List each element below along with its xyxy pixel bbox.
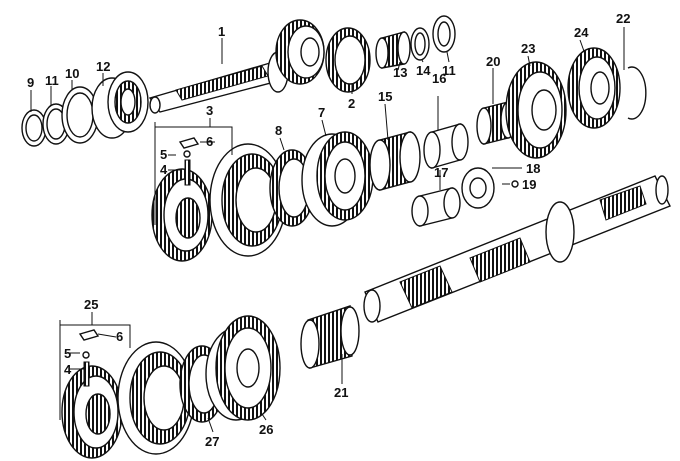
callout-21: 21 (334, 385, 349, 400)
callout-11-upper: 11 (442, 63, 456, 78)
callout-10: 10 (65, 66, 80, 81)
input-shaft (148, 51, 289, 114)
thrust-washer-18-inner (469, 177, 487, 199)
callout-24: 24 (574, 25, 589, 40)
sleeve-17 (411, 187, 461, 227)
callout-22: 22 (616, 11, 631, 26)
callout-4: 4 (160, 162, 168, 177)
callout-9: 9 (27, 75, 35, 90)
callout-2: 2 (348, 96, 356, 111)
callout-25: 25 (84, 297, 99, 312)
callout-15: 15 (378, 89, 393, 104)
input-gear (275, 19, 325, 85)
callout-19: 19 (522, 177, 537, 192)
callout-17: 17 (434, 165, 449, 180)
needle-bearing-13 (375, 31, 411, 69)
ring-10-inner (66, 92, 94, 138)
callout-26: 26 (259, 422, 274, 437)
callout-12: 12 (96, 59, 111, 74)
snap-ring-22 (627, 66, 647, 120)
main-shaft (363, 175, 671, 323)
leader-lines (30, 27, 625, 433)
callout-14: 14 (416, 63, 431, 78)
callout-1: 1 (218, 24, 226, 39)
shift-assembly-3 (151, 137, 287, 262)
callout-3: 3 (206, 103, 214, 118)
gear-23 (505, 61, 567, 159)
ball-19 (511, 180, 519, 188)
callout-8: 8 (275, 123, 283, 138)
callout-20: 20 (486, 54, 501, 69)
snap-ring-9-inner (25, 114, 43, 142)
callout-5: 5 (160, 147, 168, 162)
callout-6-lower: 6 (116, 329, 124, 344)
callout-4-lower: 4 (64, 362, 72, 377)
gear-24 (567, 47, 621, 129)
callout-16: 16 (432, 71, 447, 86)
ring-14-inner (414, 32, 426, 56)
callout-27: 27 (205, 434, 220, 449)
callout-13: 13 (393, 65, 408, 80)
shift-assembly-25 (61, 329, 195, 459)
ring-11-upper-inner (437, 21, 451, 47)
callout-6: 6 (206, 134, 214, 149)
callout-18: 18 (526, 161, 541, 176)
callout-23: 23 (521, 41, 536, 56)
gear-7 (301, 131, 374, 227)
needle-bearing-21 (300, 305, 360, 369)
callout-11: 11 (45, 73, 59, 88)
callout-7: 7 (318, 105, 326, 120)
gear-26 (205, 315, 281, 421)
ball-bearing-12 (91, 71, 149, 139)
needle-bearing-15 (369, 131, 421, 191)
callout-5-lower: 5 (64, 346, 72, 361)
sleeve-16 (423, 123, 469, 169)
synchro-ring-2 (325, 27, 371, 93)
